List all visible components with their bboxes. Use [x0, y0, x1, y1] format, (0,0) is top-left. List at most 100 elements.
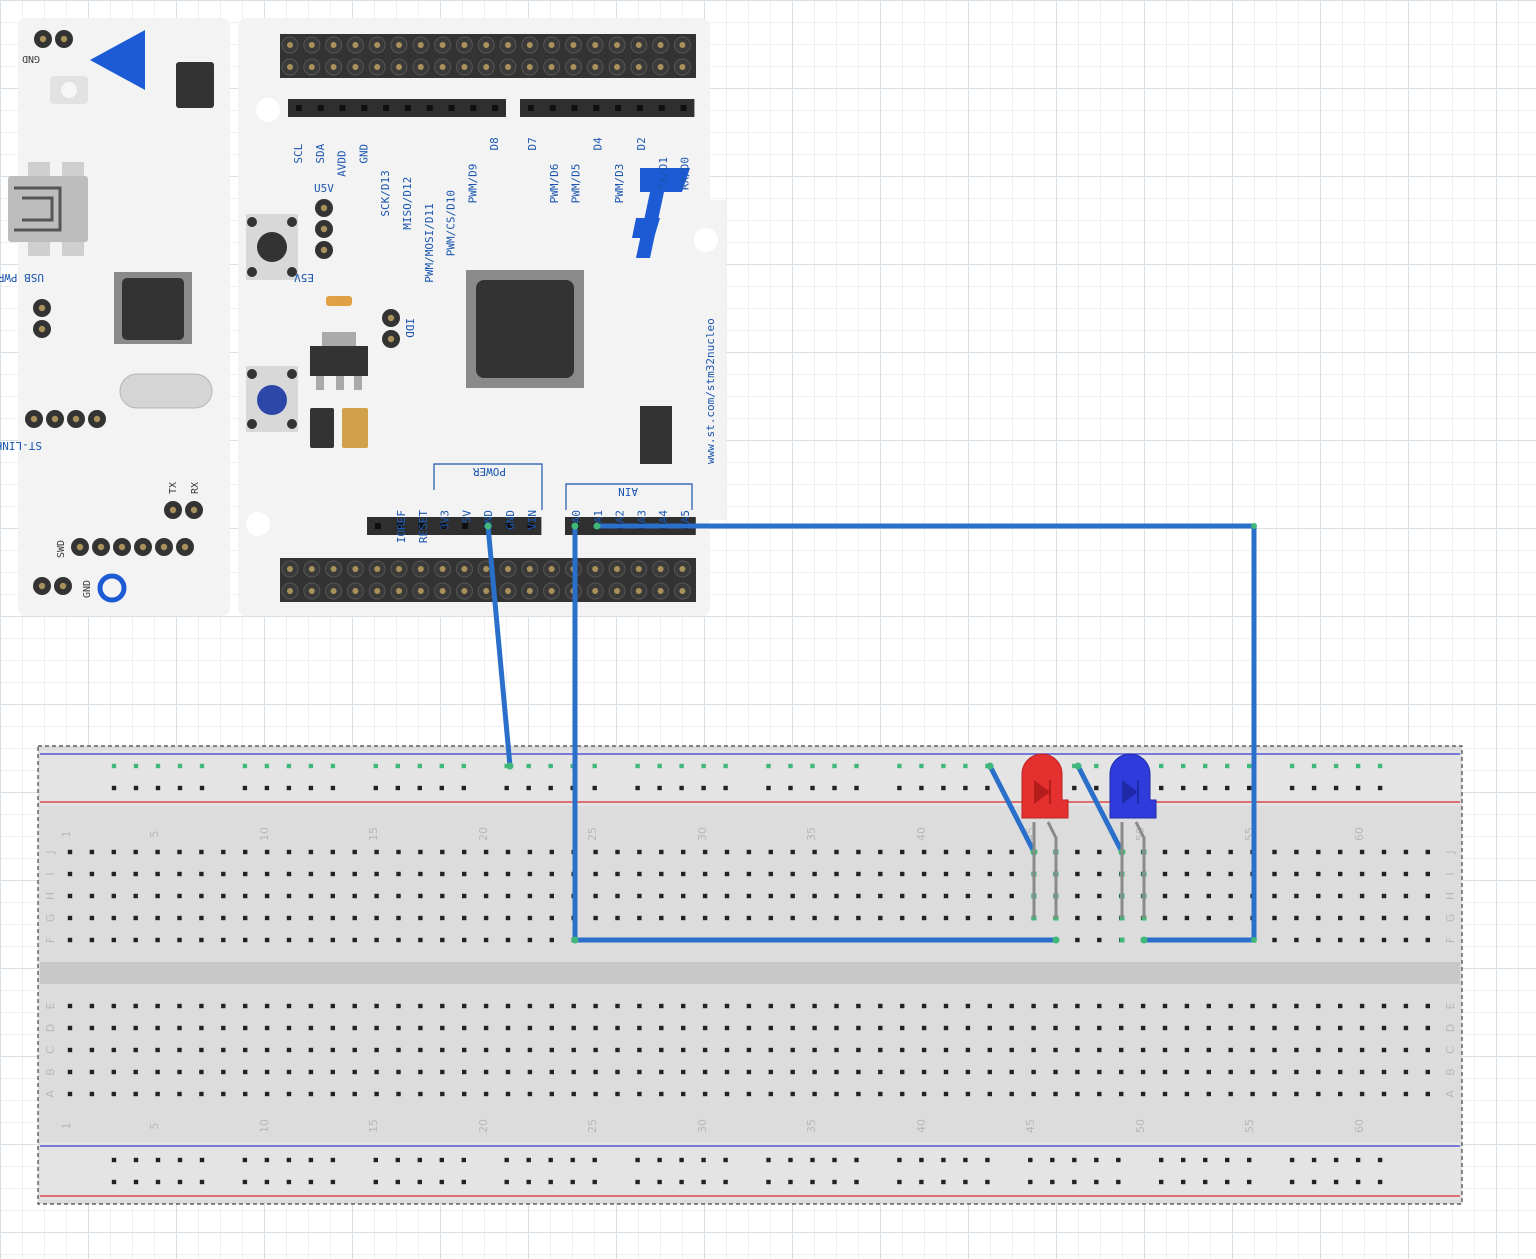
bb-hole: [1031, 1047, 1036, 1053]
column-number: 25: [586, 827, 599, 841]
bb-hole: [965, 1069, 971, 1075]
bb-hole: [1053, 1091, 1058, 1097]
label-idd: IDD: [403, 318, 416, 338]
header-socket: [462, 523, 469, 529]
bb-hole: [1031, 1069, 1036, 1075]
bb-hole: [505, 1025, 511, 1031]
rail-hole: [461, 1157, 466, 1163]
bb-hole: [637, 871, 642, 877]
header-pin-core: [505, 566, 511, 572]
blue-led[interactable]: [1109, 753, 1157, 918]
swd-pins-core: [118, 543, 126, 551]
bb-hole: [571, 1091, 576, 1097]
rail-hole: [1181, 1157, 1186, 1163]
nucleo-board[interactable]: GND USB PWR ST-LINK TX RX SWD GND U5V E5…: [0, 18, 726, 616]
rail-hole: [417, 785, 422, 791]
bb-hole: [483, 1069, 489, 1075]
row-letter: H: [44, 892, 57, 900]
bb-hole: [834, 1025, 839, 1031]
rail-hole: [723, 1179, 728, 1185]
bb-hole: [199, 1047, 204, 1053]
ain-group-bracket: [565, 483, 693, 510]
bb-hole: [1294, 849, 1299, 855]
bb-hole: [1338, 871, 1343, 877]
bb-hole: [1425, 849, 1430, 855]
bb-hole: [264, 871, 270, 877]
reset-button[interactable]: [246, 214, 298, 280]
bb-hole: [221, 915, 226, 921]
bb-hole: [1162, 1025, 1168, 1031]
bb-hole: [1425, 937, 1430, 943]
power-jumper-pins-core: [320, 204, 328, 212]
bb-hole: [1403, 937, 1409, 943]
wire-a1-to-blue-led[interactable]: [594, 523, 1257, 943]
pin-label: IOREF: [395, 510, 408, 543]
user-button[interactable]: [246, 366, 298, 432]
header-socket: [527, 523, 534, 529]
bb-hole: [1031, 1025, 1036, 1031]
bb-hole: [746, 1069, 752, 1075]
pin-label: 5V: [460, 510, 473, 524]
red-led[interactable]: [1021, 753, 1069, 918]
rail-hole: [330, 763, 336, 769]
bb-hole: [243, 871, 248, 877]
tantalum-capacitor: [342, 408, 368, 448]
bb-hole: [462, 871, 467, 877]
gnd-pins-bottom-core: [38, 582, 46, 590]
bb-hole: [264, 1069, 270, 1075]
wire-gnd-to-rail[interactable]: [485, 523, 513, 769]
bb-hole: [1316, 915, 1321, 921]
rail-hole: [679, 785, 684, 791]
bb-hole: [221, 1025, 226, 1031]
bb-hole: [264, 915, 270, 921]
header-pin-core: [614, 588, 620, 594]
bb-hole: [155, 893, 160, 899]
rail-hole: [1377, 1179, 1383, 1185]
header-pin-core: [461, 42, 468, 48]
wires[interactable]: [484, 522, 1258, 944]
bb-hole: [352, 937, 357, 943]
rail-hole: [788, 763, 793, 769]
bb-hole: [1338, 1047, 1343, 1053]
label-url: www.st.com/stm32nucleo: [704, 318, 717, 464]
bb-hole: [1140, 1047, 1146, 1053]
bb-hole: [1338, 915, 1343, 921]
bb-hole: [1338, 893, 1343, 899]
usb-connector-icon[interactable]: [8, 162, 88, 256]
bb-hole: [89, 1069, 95, 1075]
rail-hole: [1355, 763, 1361, 769]
bb-hole: [177, 849, 182, 855]
bb-hole: [637, 1003, 642, 1009]
header-socket: [658, 105, 665, 111]
wire-blue-led-gnd[interactable]: [1075, 763, 1125, 855]
rail-hole: [766, 763, 771, 769]
bb-hole: [221, 893, 226, 899]
bb-hole: [264, 937, 270, 943]
bb-hole: [527, 1047, 533, 1053]
bb-hole: [593, 1091, 598, 1097]
bb-hole: [1381, 1069, 1387, 1075]
rail-hole: [439, 1179, 444, 1185]
bb-hole: [374, 937, 379, 943]
bb-hole: [111, 1003, 116, 1009]
stlink-pins-core: [30, 415, 38, 423]
bb-hole: [637, 1025, 642, 1031]
wire-red-led-gnd[interactable]: [987, 763, 1037, 855]
header-pin-core: [287, 588, 293, 594]
bb-hole: [1338, 1025, 1343, 1031]
bb-hole: [943, 871, 949, 877]
column-number: 60: [1353, 1119, 1366, 1133]
pin-label: PWM/CS/D10: [445, 190, 458, 256]
bb-hole: [593, 871, 598, 877]
rail-hole: [526, 785, 531, 791]
breadboard[interactable]: 1155101015152020252530303535404045455050…: [37, 745, 1463, 1205]
bb-hole: [177, 871, 182, 877]
bb-hole: [1403, 1047, 1409, 1053]
bb-hole: [418, 937, 423, 943]
bb-hole: [746, 871, 752, 877]
rail-hole: [199, 763, 205, 769]
bb-hole: [593, 1069, 598, 1075]
bb-hole: [943, 1069, 949, 1075]
rail-hole: [133, 763, 139, 769]
bb-hole: [1184, 1025, 1190, 1031]
